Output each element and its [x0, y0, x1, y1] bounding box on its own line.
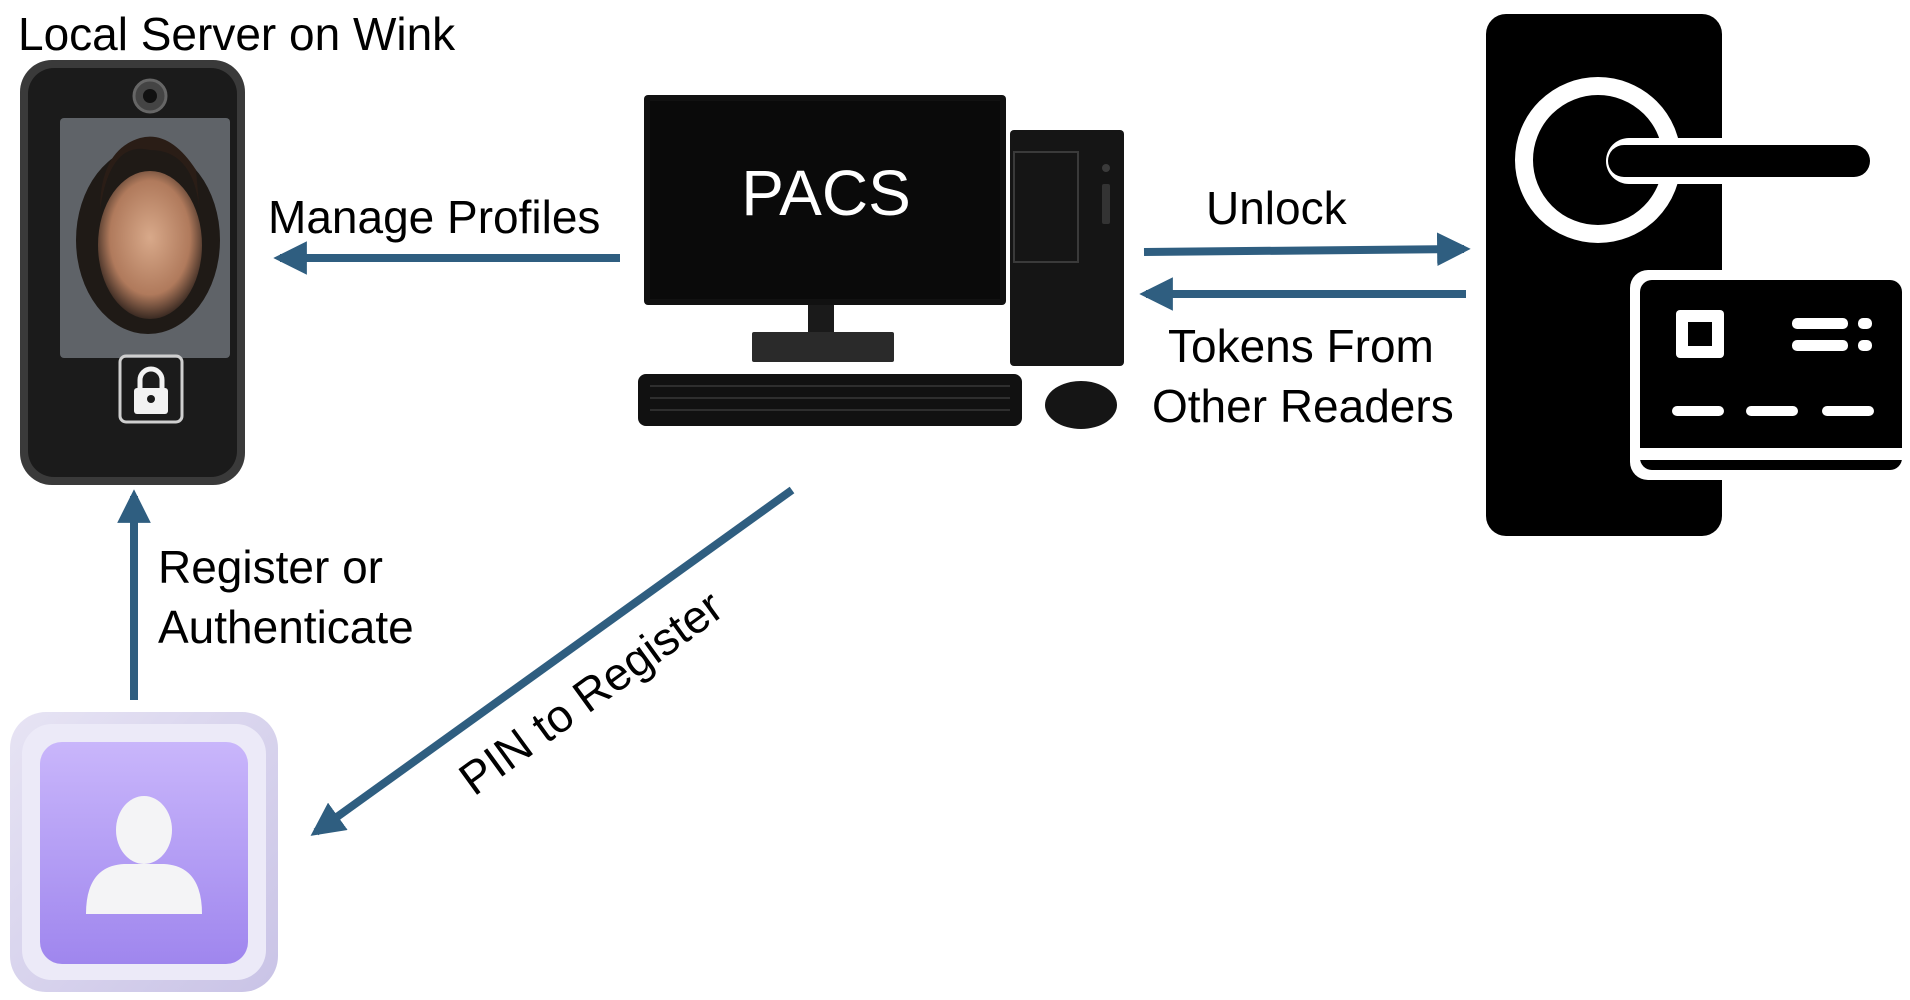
- tokens-label-line1: Tokens From: [1168, 320, 1434, 372]
- monitor-screen: [650, 101, 1000, 299]
- card-reader: [1640, 280, 1902, 470]
- register-label-line2: Authenticate: [158, 601, 414, 653]
- lock-icon: [118, 354, 184, 424]
- wink-device-icon: [20, 60, 245, 485]
- unlock-label: Unlock: [1206, 182, 1348, 234]
- pc-tower: [1010, 130, 1124, 366]
- pin-to-register-arrow: [310, 486, 795, 836]
- local-server-label: Local Server on Wink: [18, 8, 456, 60]
- door-handle-card-reader-icon: [1486, 14, 1910, 536]
- tokens-label-line2: Other Readers: [1152, 380, 1454, 432]
- pacs-label: PACS: [741, 157, 911, 229]
- manage-profiles-label: Manage Profiles: [268, 191, 600, 243]
- pin-to-register-label: PIN to Register: [449, 580, 732, 805]
- keyboard: [638, 374, 1022, 426]
- register-label-line1: Register or: [158, 541, 383, 593]
- desktop-computer-icon: [638, 95, 1124, 429]
- user-profile-icon: [10, 712, 278, 992]
- mouse: [1045, 381, 1117, 429]
- unlock-arrow: [1143, 232, 1471, 267]
